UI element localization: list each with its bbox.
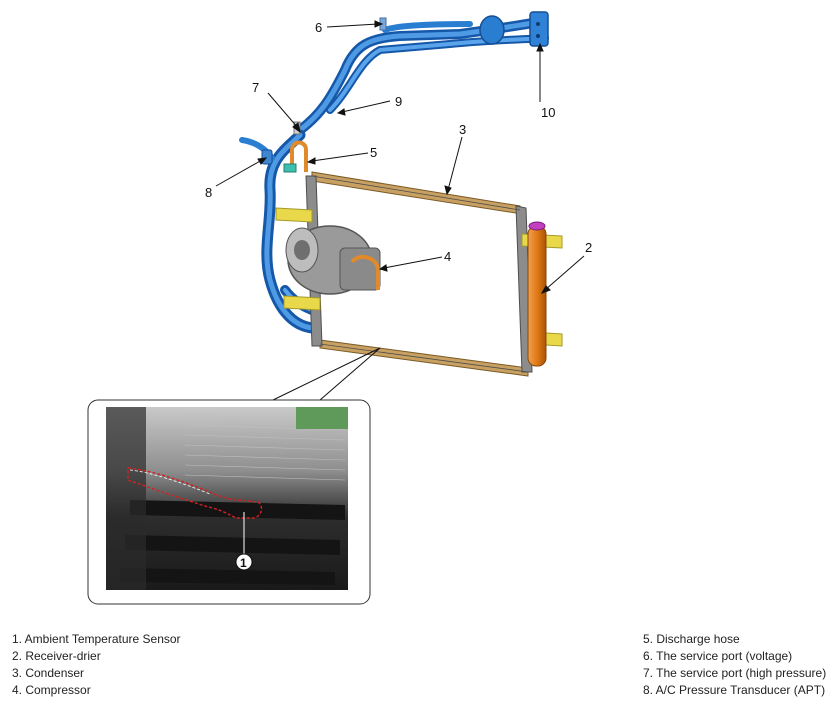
- leader-lines: [215, 20, 585, 401]
- upper-hose-assembly: [295, 17, 549, 135]
- callout-2: 2: [585, 240, 592, 255]
- legend-item: 5. Discharge hose: [643, 632, 740, 646]
- legend-item: 4. Compressor: [12, 683, 91, 697]
- sensor-location-inset: 1: [87, 399, 371, 605]
- callout-8: 8: [205, 185, 212, 200]
- callout-6: 6: [315, 20, 322, 35]
- callout-9: 9: [395, 94, 402, 109]
- compressor: [285, 225, 381, 295]
- pressure-transducer: [261, 149, 273, 165]
- callout-5: 5: [370, 145, 377, 160]
- callout-7: 7: [252, 80, 259, 95]
- expansion-valve-block: [479, 11, 549, 47]
- legend-item: 8. A/C Pressure Transducer (APT): [643, 683, 826, 697]
- callout-4: 4: [444, 249, 451, 264]
- legend-left: 1. Ambient Temperature Sensor 2. Receive…: [12, 631, 181, 699]
- callout-3: 3: [459, 122, 466, 137]
- legend-item: 7. The service port (high pressure): [643, 666, 827, 680]
- legend-item: 1. Ambient Temperature Sensor: [12, 632, 181, 646]
- legend-item: 6. The service port (voltage): [643, 649, 793, 663]
- receiver-drier: [527, 221, 547, 367]
- callout-1: 1: [240, 556, 247, 570]
- legend-right: 5. Discharge hose 6. The service port (v…: [643, 631, 826, 699]
- ac-system-diagram: 6 7 9 10 3 5 8 4 2 1: [87, 11, 592, 605]
- discharge-hose: [290, 140, 308, 172]
- legend-item: 2. Receiver-drier: [12, 649, 101, 663]
- callout-10: 10: [541, 105, 555, 120]
- legend-item: 3. Condenser: [12, 666, 85, 680]
